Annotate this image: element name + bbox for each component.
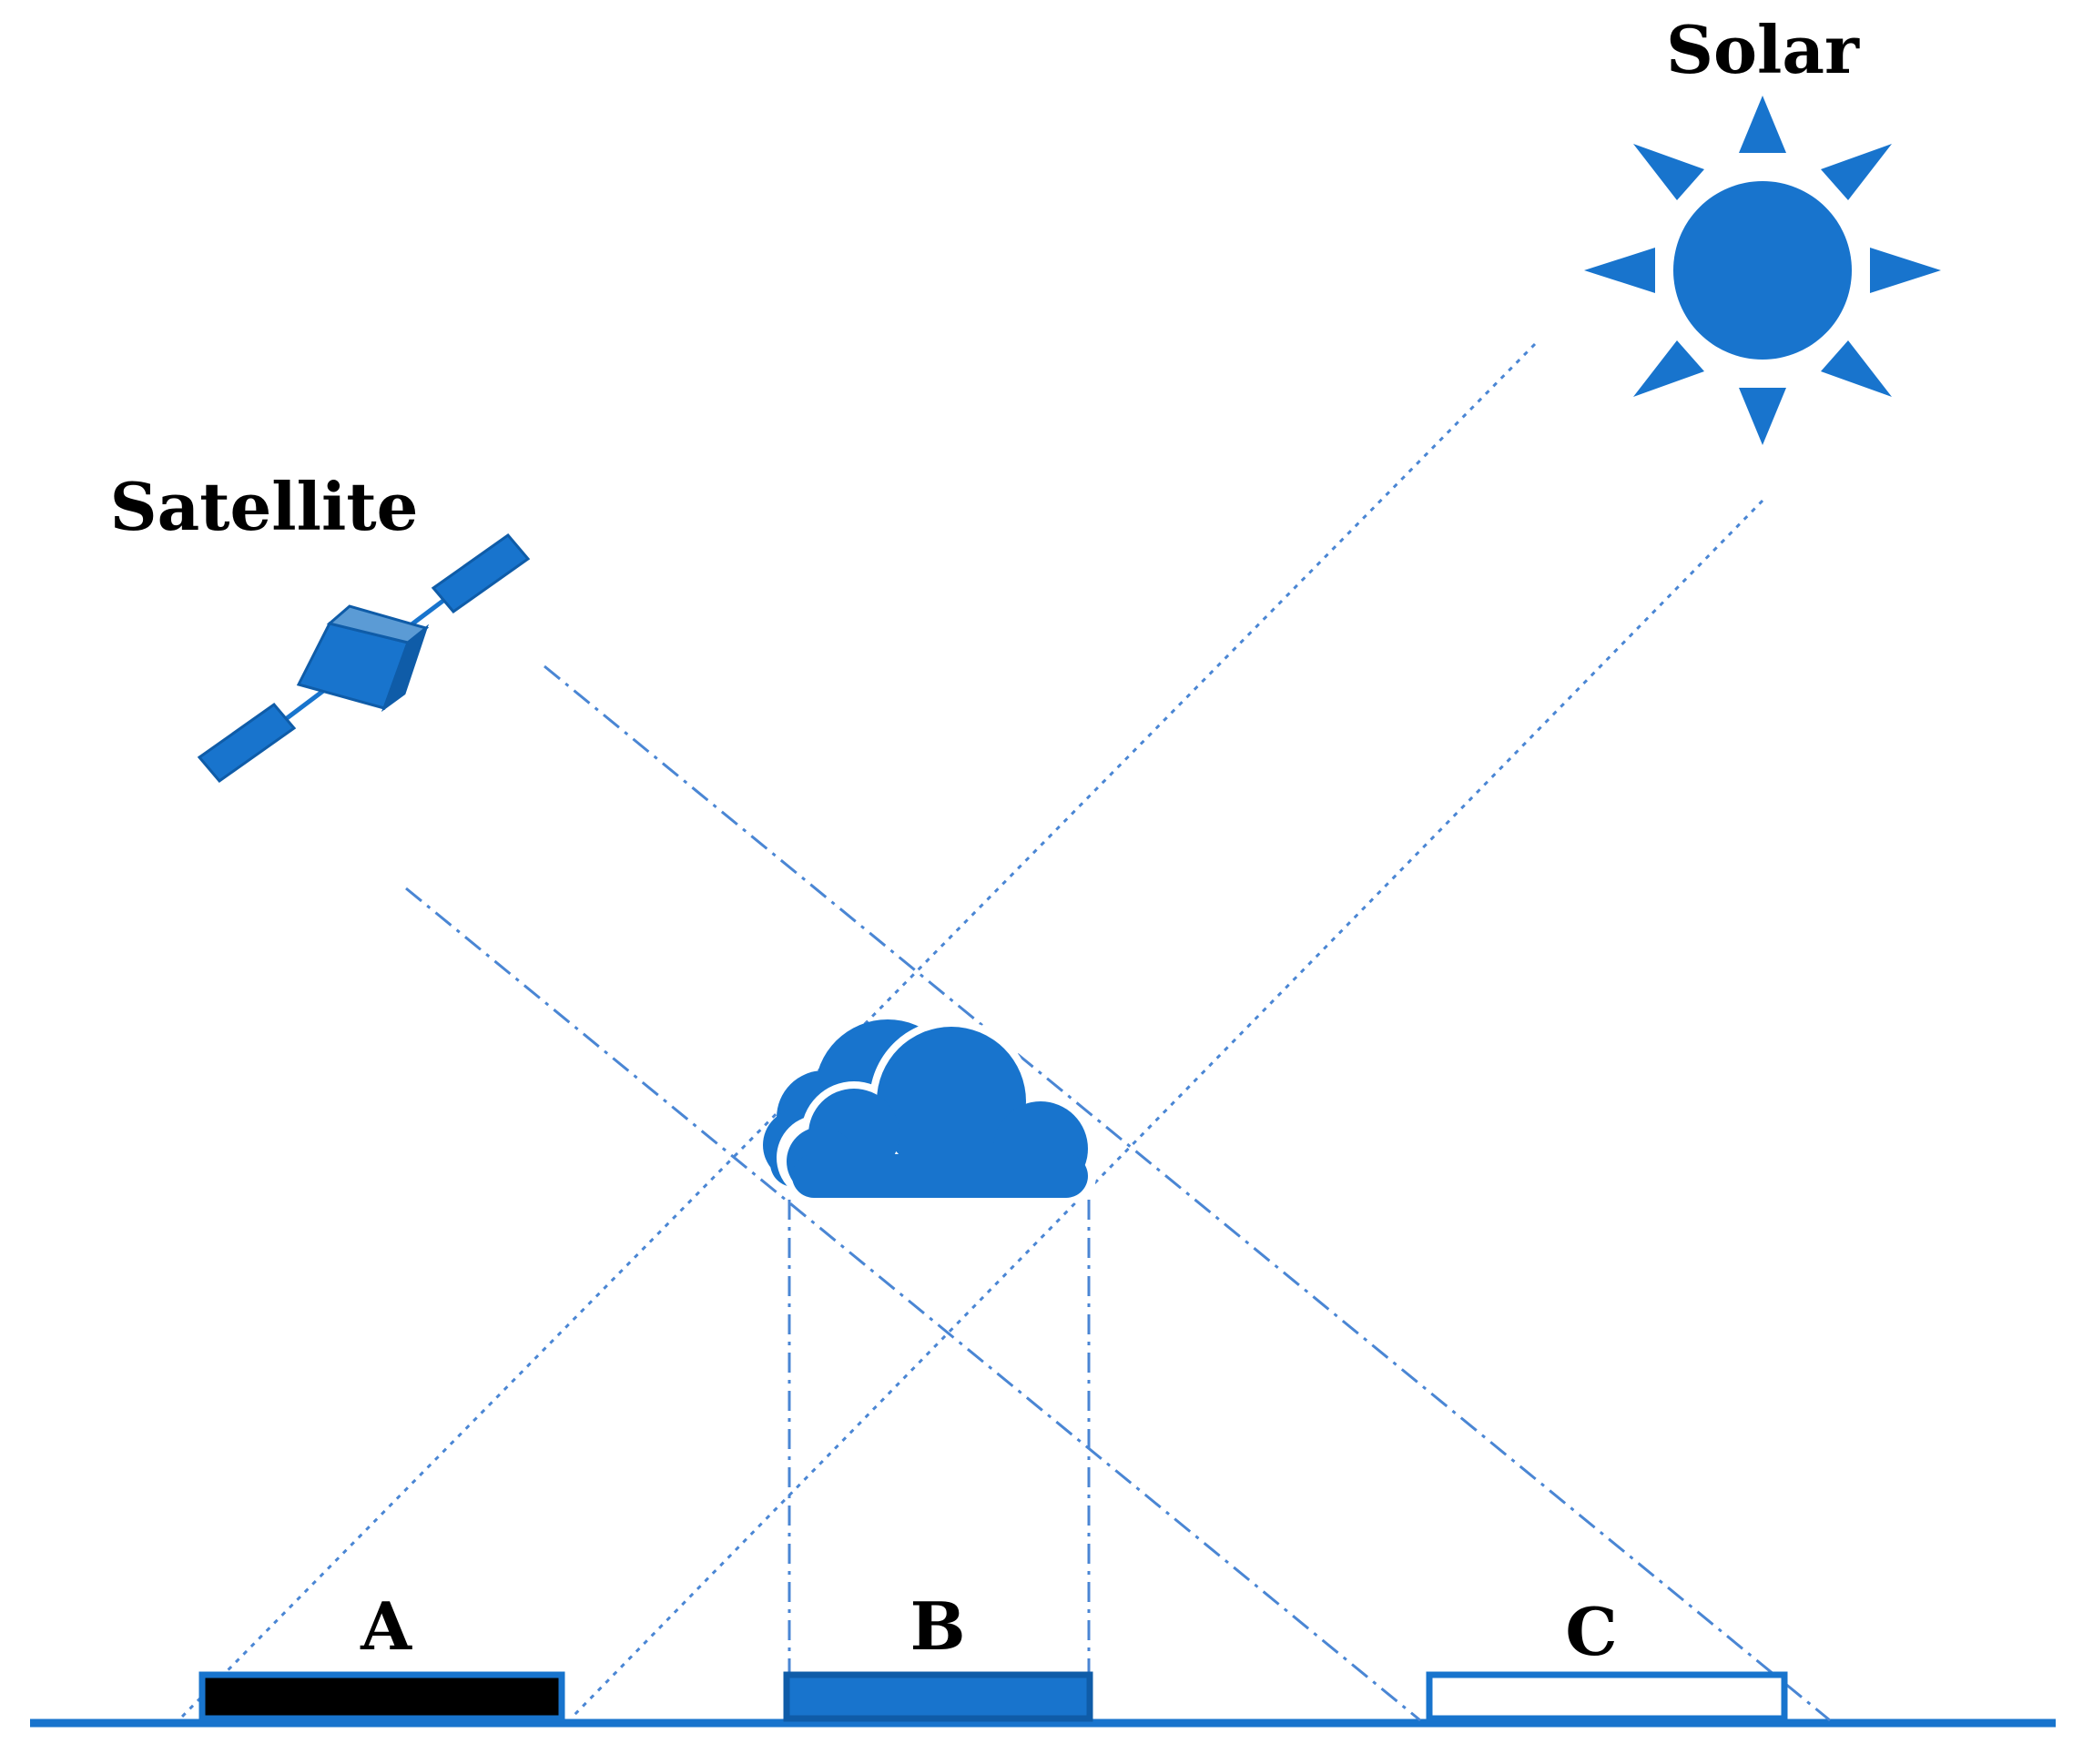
solar-label: Solar (1666, 11, 1860, 88)
satellite-label: Satellite (110, 468, 419, 545)
cloud-icon (763, 1019, 1096, 1203)
region-c-patch (1426, 1671, 1788, 1722)
satellite-view-lines (405, 664, 1831, 1722)
solar-ray-right (569, 499, 1764, 1720)
region-a-label: A (360, 1587, 412, 1665)
sun-icon (1584, 96, 1941, 445)
satellite-icon (197, 532, 531, 784)
view-line-lower (405, 887, 1421, 1722)
region-a-patch (198, 1671, 565, 1722)
region-c-label: C (1565, 1593, 1617, 1670)
region-b-patch (783, 1671, 1093, 1722)
region-b-label: B (910, 1587, 966, 1665)
view-line-upper (544, 664, 1831, 1722)
cloud-projection-lines (787, 1200, 1091, 1675)
